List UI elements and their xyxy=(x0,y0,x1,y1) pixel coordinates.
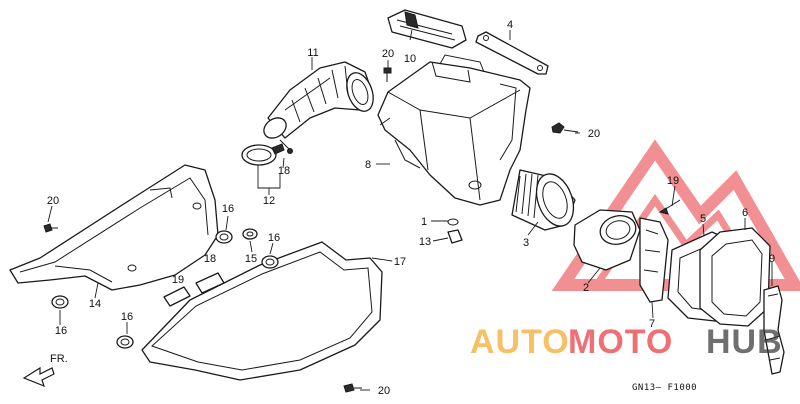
clip-part xyxy=(447,229,463,244)
filter-element xyxy=(511,169,576,231)
part-label-7: 7 xyxy=(649,318,655,330)
part-label-18: 18 xyxy=(204,253,216,265)
part-label-20-bottom: 20 xyxy=(378,385,390,397)
grommet-center xyxy=(261,255,279,269)
intake-duct xyxy=(263,61,374,139)
part-label-16-center: 16 xyxy=(268,232,280,244)
leader-lines xyxy=(47,29,773,391)
element-holder xyxy=(639,217,669,303)
diagram-code: GN13– F1000 xyxy=(632,383,697,393)
part-label-10: 10 xyxy=(404,53,416,65)
left-side-cover xyxy=(9,164,219,291)
collar-part xyxy=(242,228,258,240)
part-label-17: 17 xyxy=(394,256,406,268)
watermark-text: AUTO MOTO HUB xyxy=(470,323,783,361)
part-label-24: 20 xyxy=(588,128,600,140)
part-label-5: 5 xyxy=(700,213,706,225)
foam-element xyxy=(573,209,641,271)
bolt-top xyxy=(383,67,392,82)
intake-cover-part xyxy=(387,9,467,49)
air-cleaner-case xyxy=(377,54,531,206)
part-label-20-top: 20 xyxy=(47,195,59,207)
part-label-6: 6 xyxy=(742,207,748,219)
watermark-word-1: AUTO xyxy=(470,323,570,361)
part-label-13: 13 xyxy=(419,236,431,248)
part-label-19: 19 xyxy=(172,274,184,286)
emblem-19 xyxy=(163,286,191,307)
outer-cover xyxy=(699,227,771,327)
part-label-4: 4 xyxy=(507,19,513,31)
part-label-2: 2 xyxy=(583,282,589,294)
watermark-word-2: MOTO xyxy=(568,323,673,361)
part-label-9: 9 xyxy=(769,253,775,265)
part-label-11: 11 xyxy=(307,47,318,59)
part-label-22: 19 xyxy=(667,175,679,187)
bolt-20-bottom xyxy=(343,383,362,393)
drain-tube xyxy=(763,285,785,375)
watermark-word-3: HUB xyxy=(706,323,783,361)
front-indicator-label: FR. xyxy=(50,353,68,365)
bracket-part xyxy=(475,31,549,75)
part-label-3: 3 xyxy=(523,237,529,249)
grommet-upper xyxy=(215,230,233,244)
hose-band xyxy=(241,143,285,166)
part-label-12: 12 xyxy=(263,195,275,207)
part-label-16-bottom: 16 xyxy=(121,311,133,323)
bolt-right xyxy=(551,122,579,134)
part-label-16-left: 16 xyxy=(55,325,67,337)
part-label-14: 14 xyxy=(89,298,101,310)
part-label-15: 15 xyxy=(245,253,257,265)
front-arrow-icon xyxy=(22,366,55,388)
part-label-21: 18 xyxy=(278,165,290,177)
grommet-left xyxy=(51,295,69,309)
part-label-23: 20 xyxy=(382,48,394,60)
part-label-1: 1 xyxy=(421,216,427,228)
part-label-16-upper: 16 xyxy=(222,203,234,215)
o-ring-part xyxy=(447,218,459,226)
bolt-20-top xyxy=(43,223,58,233)
emblem-18 xyxy=(195,272,225,294)
band-screw xyxy=(279,139,293,154)
part-label-8: 8 xyxy=(365,159,371,171)
grommet-bottom xyxy=(116,335,134,349)
